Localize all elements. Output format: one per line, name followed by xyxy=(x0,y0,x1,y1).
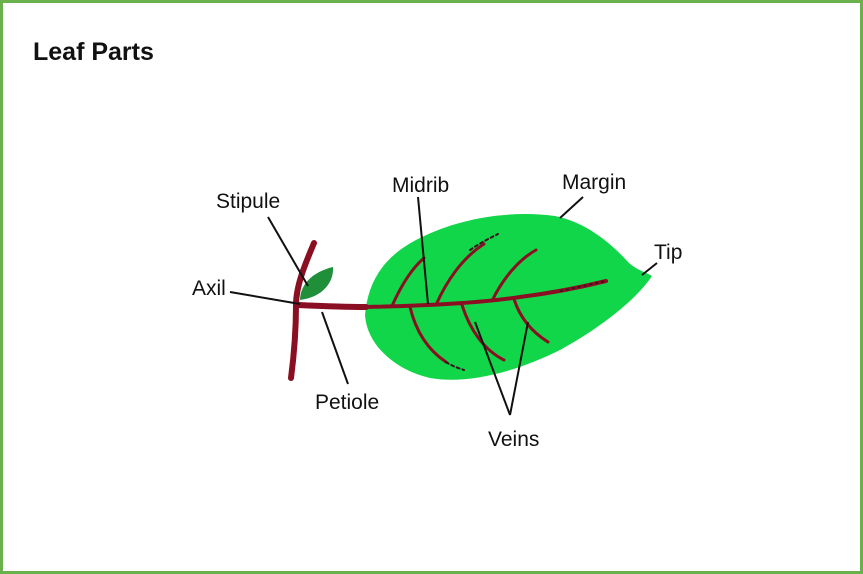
stipule-pointer xyxy=(267,216,309,287)
midrib-pointer xyxy=(417,196,429,305)
label-axil: Axil xyxy=(192,277,226,300)
veins-pointer-left xyxy=(474,321,511,416)
label-petiole: Petiole xyxy=(315,391,379,414)
veins-pointer-right xyxy=(509,321,529,416)
midrib-tip xyxy=(559,280,607,292)
margin-pointer xyxy=(559,196,584,219)
diagram-title: Leaf Parts xyxy=(33,38,154,66)
tip-pointer xyxy=(641,262,658,276)
label-veins: Veins xyxy=(488,428,539,451)
pointer-lines xyxy=(229,196,658,416)
label-stipule: Stipule xyxy=(216,190,280,213)
stipule-shape xyxy=(300,267,334,300)
petiole-pointer xyxy=(321,311,349,385)
label-margin: Margin xyxy=(562,171,626,194)
label-tip: Tip xyxy=(654,241,682,264)
petiole xyxy=(295,302,369,310)
upper-veins xyxy=(390,233,538,308)
label-midrib: Midrib xyxy=(392,174,449,197)
axil-pointer xyxy=(229,291,301,305)
